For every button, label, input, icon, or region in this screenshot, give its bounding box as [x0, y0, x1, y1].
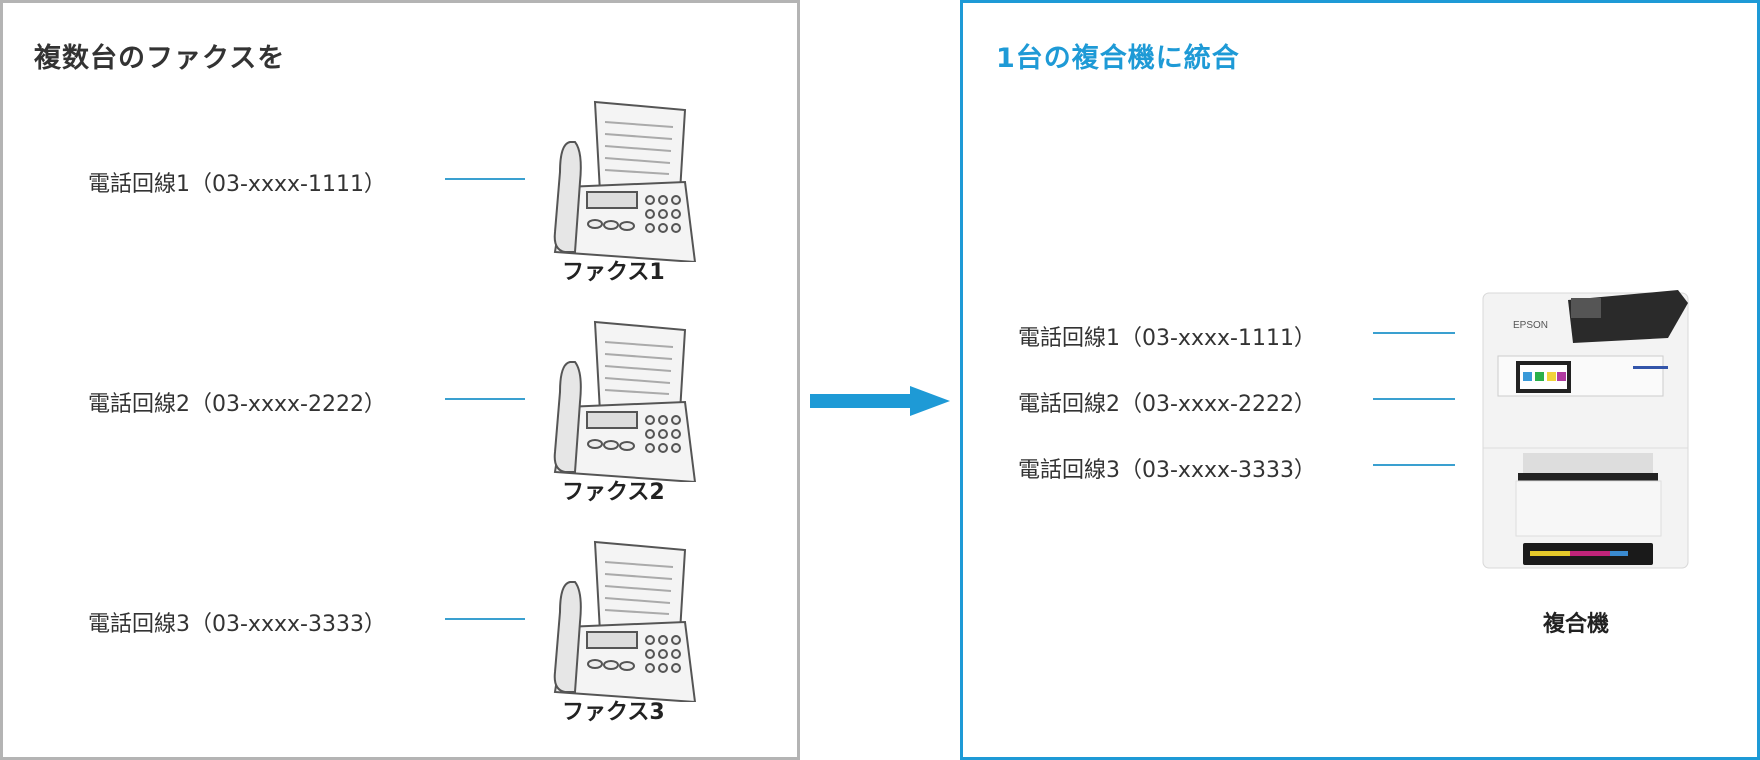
phone-line-label: 電話回線1（03-xxxx-1111）	[1018, 326, 1316, 351]
phone-line-label: 電話回線3（03-xxxx-3333）	[1018, 458, 1316, 483]
phone-line-label: 電話回線2（03-xxxx-2222）	[88, 392, 386, 417]
right-panel	[960, 0, 1760, 760]
left-panel	[0, 0, 800, 760]
connector-line	[445, 618, 525, 620]
fax-label: ファクス1	[562, 260, 665, 285]
connector-line	[445, 398, 525, 400]
fax-machine-icon	[553, 321, 696, 482]
mfp-label: 複合機	[1543, 612, 1610, 637]
fax-label: ファクス3	[562, 700, 665, 725]
left-panel-title: 複数台のファクスを	[34, 43, 286, 74]
multifunction-printer-icon: EPSON	[1482, 290, 1689, 569]
fax-label: ファクス2	[562, 480, 665, 505]
brand-logo: EPSON	[1513, 320, 1548, 331]
right-arrow-icon	[810, 386, 950, 416]
right-panel-title: 1台の複合機に統合	[996, 43, 1240, 74]
fax-machine-icon	[553, 541, 696, 702]
connector-line	[1373, 398, 1455, 400]
connector-line	[445, 178, 525, 180]
phone-line-label: 電話回線1（03-xxxx-1111）	[88, 172, 386, 197]
phone-line-label: 電話回線2（03-xxxx-2222）	[1018, 392, 1316, 417]
connector-line	[1373, 332, 1455, 334]
fax-machine-icon	[553, 100, 697, 262]
connector-line	[1373, 464, 1455, 466]
phone-line-label: 電話回線3（03-xxxx-3333）	[88, 612, 386, 637]
